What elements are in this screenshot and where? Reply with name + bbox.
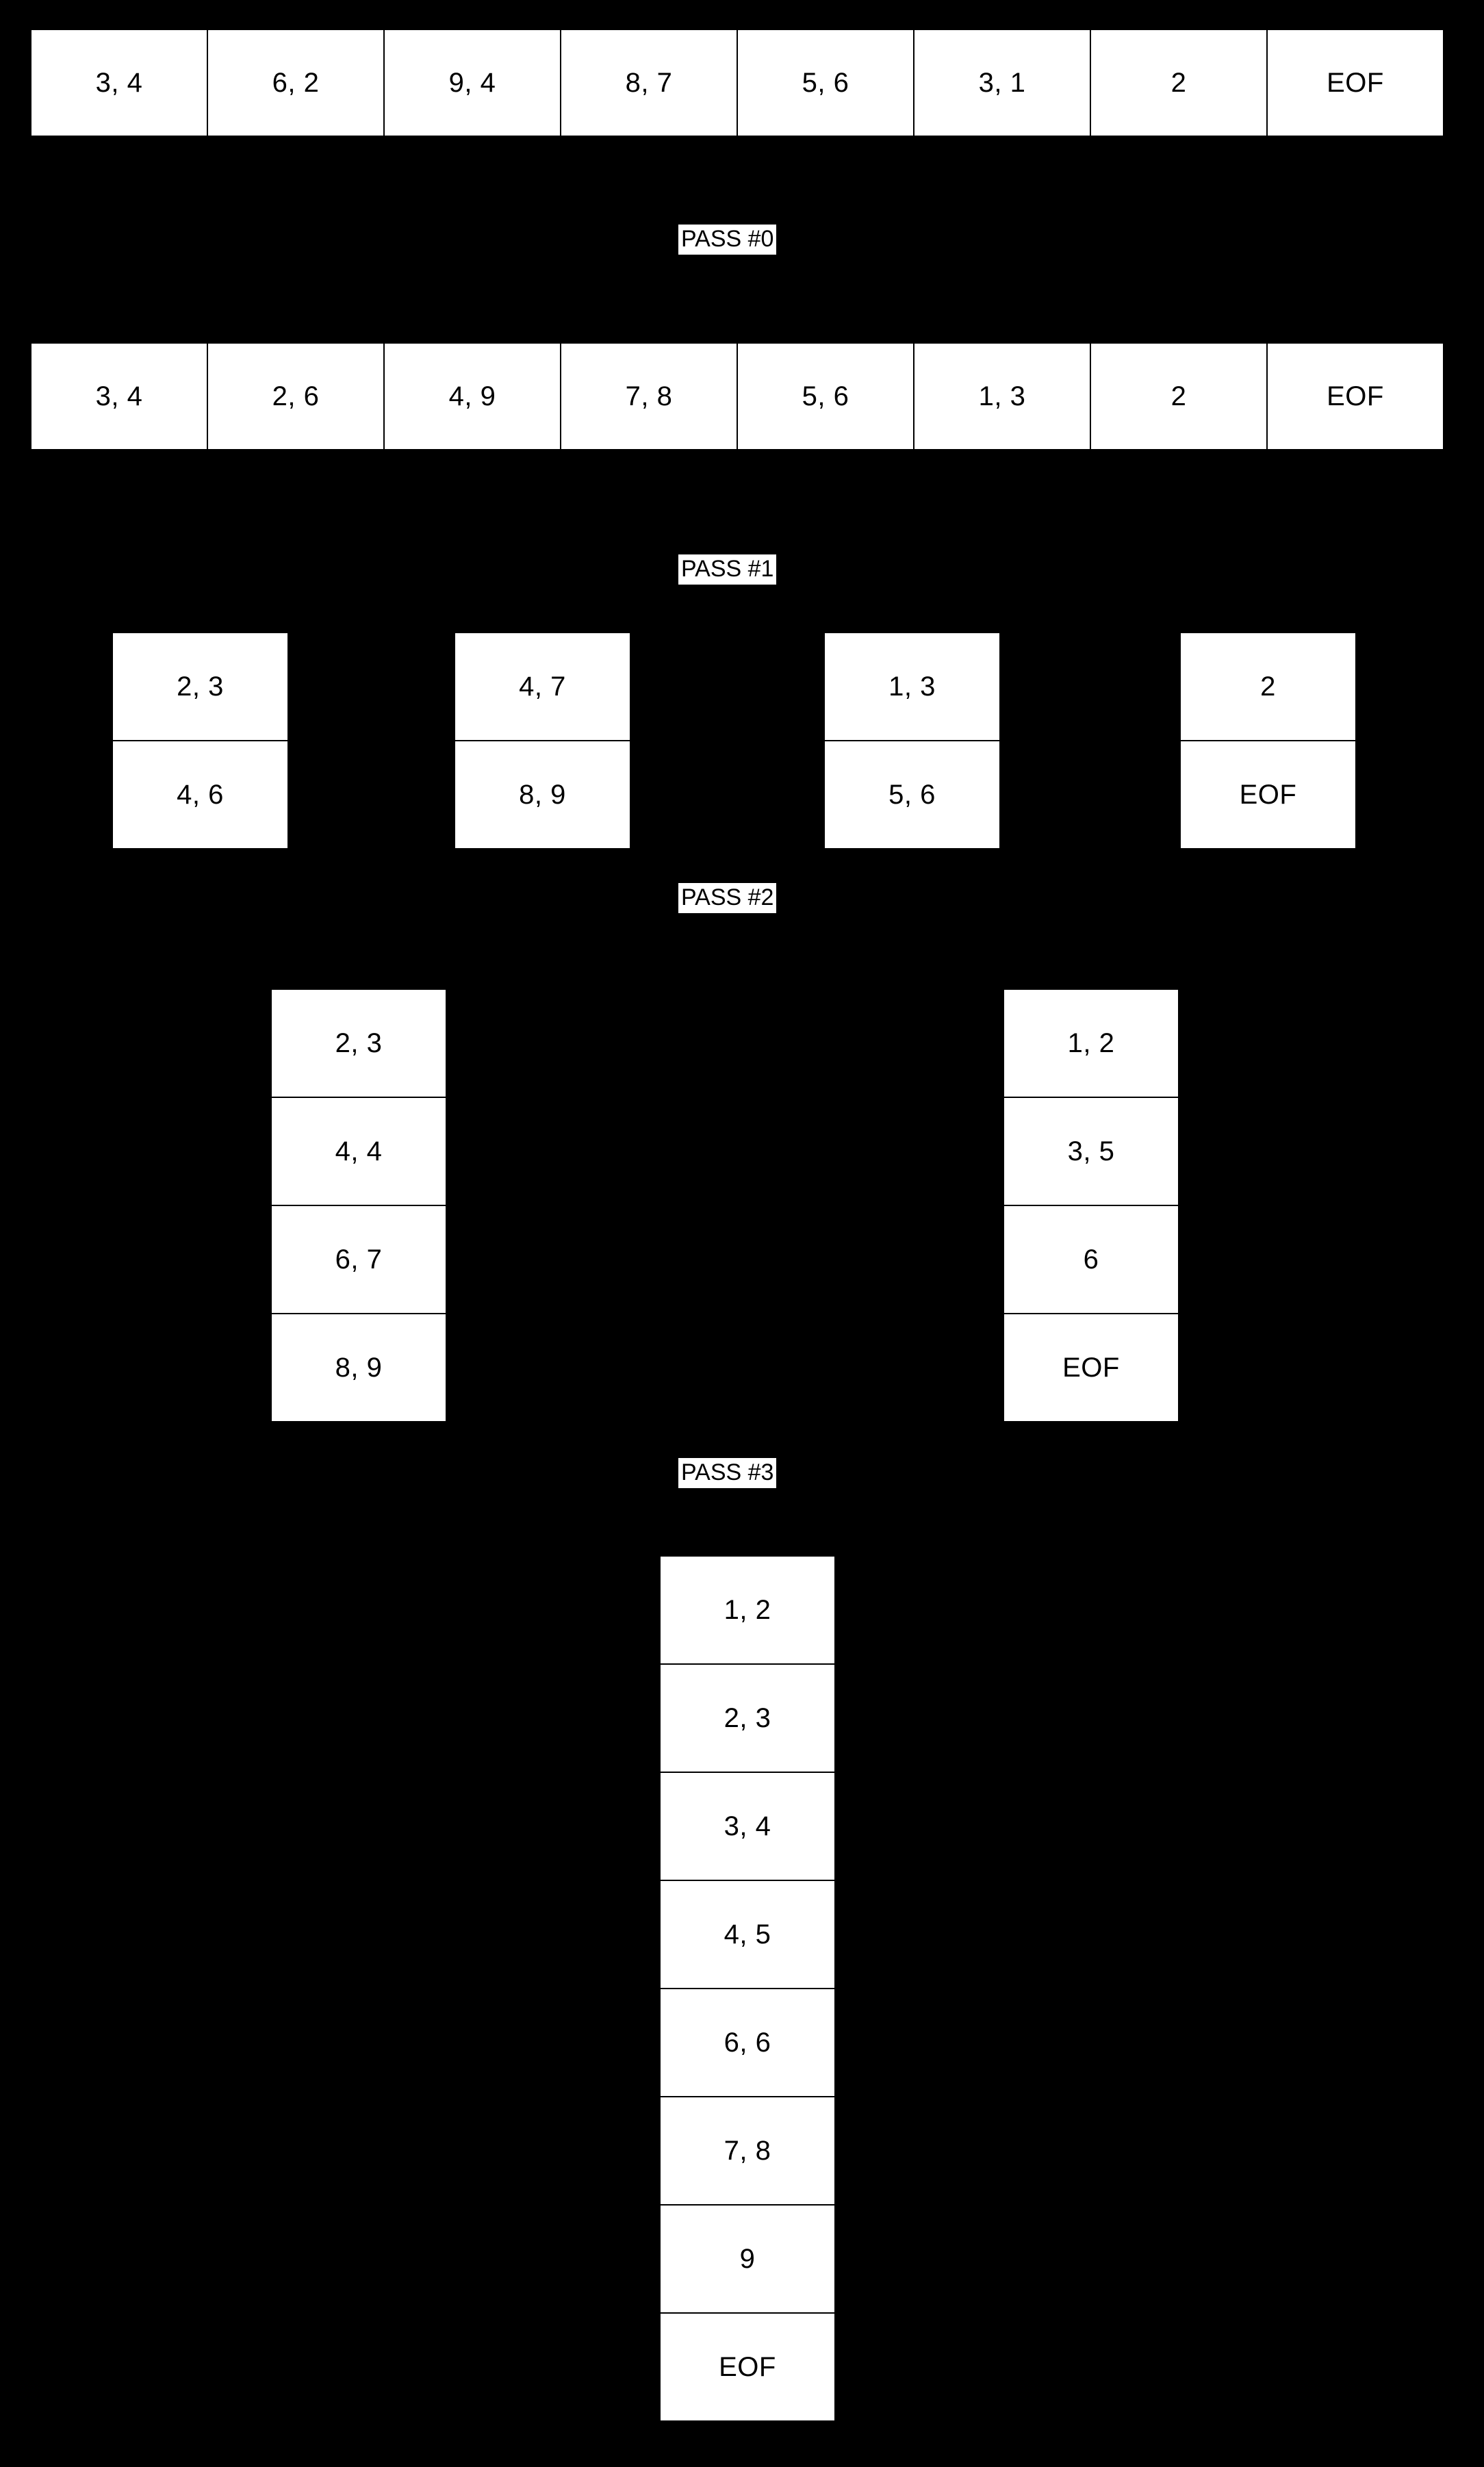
run-cell: 3, 4 bbox=[659, 1772, 836, 1881]
run-cell: 4, 6 bbox=[112, 740, 289, 849]
run-cell: 2, 3 bbox=[112, 632, 289, 741]
run-cell: EOF bbox=[1266, 29, 1444, 137]
run-cell: 2, 3 bbox=[270, 988, 447, 1098]
run-cell: 4, 4 bbox=[270, 1097, 447, 1206]
run-cell: EOF bbox=[1266, 342, 1444, 450]
run-column: 2 EOF bbox=[1179, 632, 1357, 849]
run-cell: 6, 7 bbox=[270, 1205, 447, 1314]
run-cell: EOF bbox=[1003, 1313, 1179, 1422]
run-strip-after-pass0: 3, 4 2, 6 4, 9 7, 8 5, 6 1, 3 2 EOF bbox=[30, 342, 1444, 450]
pass-label-2: PASS #2 bbox=[678, 883, 777, 914]
run-strip-initial: 3, 4 6, 2 9, 4 8, 7 5, 6 3, 1 2 EOF bbox=[30, 29, 1444, 137]
run-cell: 4, 7 bbox=[454, 632, 631, 741]
run-cell: 2, 6 bbox=[207, 342, 385, 450]
run-cell: 6, 2 bbox=[207, 29, 385, 137]
run-cell: 1, 3 bbox=[823, 632, 1001, 741]
run-cell: 6, 6 bbox=[659, 1988, 836, 2097]
run-cell: 3, 5 bbox=[1003, 1097, 1179, 1206]
run-column: 1, 2 3, 5 6 EOF bbox=[1003, 988, 1179, 1422]
run-cell: 3, 1 bbox=[913, 29, 1091, 137]
run-column: 4, 7 8, 9 bbox=[454, 632, 631, 849]
run-cell: 5, 6 bbox=[737, 29, 914, 137]
run-cell: 3, 4 bbox=[30, 29, 208, 137]
run-cell: 7, 8 bbox=[560, 342, 738, 450]
run-cell: 7, 8 bbox=[659, 2096, 836, 2206]
run-cell: 2, 3 bbox=[659, 1663, 836, 1773]
run-cell: 9, 4 bbox=[383, 29, 561, 137]
run-cell: 1, 2 bbox=[659, 1555, 836, 1665]
run-cell: EOF bbox=[1179, 740, 1357, 849]
run-cell: 3, 4 bbox=[30, 342, 208, 450]
run-cell: 4, 5 bbox=[659, 1880, 836, 1989]
pass-label-3: PASS #3 bbox=[678, 1458, 777, 1489]
run-column: 1, 3 5, 6 bbox=[823, 632, 1001, 849]
run-cell: 1, 2 bbox=[1003, 988, 1179, 1098]
run-column: 2, 3 4, 4 6, 7 8, 9 bbox=[270, 988, 447, 1422]
run-cell: 8, 9 bbox=[270, 1313, 447, 1422]
run-cell: 8, 9 bbox=[454, 740, 631, 849]
pass-label-0: PASS #0 bbox=[678, 225, 777, 255]
run-cell: 2 bbox=[1090, 29, 1268, 137]
run-cell: 9 bbox=[659, 2204, 836, 2314]
run-cell: 4, 9 bbox=[383, 342, 561, 450]
run-cell: 6 bbox=[1003, 1205, 1179, 1314]
run-cell: 5, 6 bbox=[737, 342, 914, 450]
run-cell: 2 bbox=[1179, 632, 1357, 741]
run-column: 2, 3 4, 6 bbox=[112, 632, 289, 849]
run-cell: EOF bbox=[659, 2312, 836, 2422]
run-cell: 8, 7 bbox=[560, 29, 738, 137]
run-cell: 5, 6 bbox=[823, 740, 1001, 849]
pass-label-1: PASS #1 bbox=[678, 554, 777, 585]
run-cell: 2 bbox=[1090, 342, 1268, 450]
run-cell: 1, 3 bbox=[913, 342, 1091, 450]
run-column-final: 1, 2 2, 3 3, 4 4, 5 6, 6 7, 8 9 EOF bbox=[659, 1555, 836, 2422]
